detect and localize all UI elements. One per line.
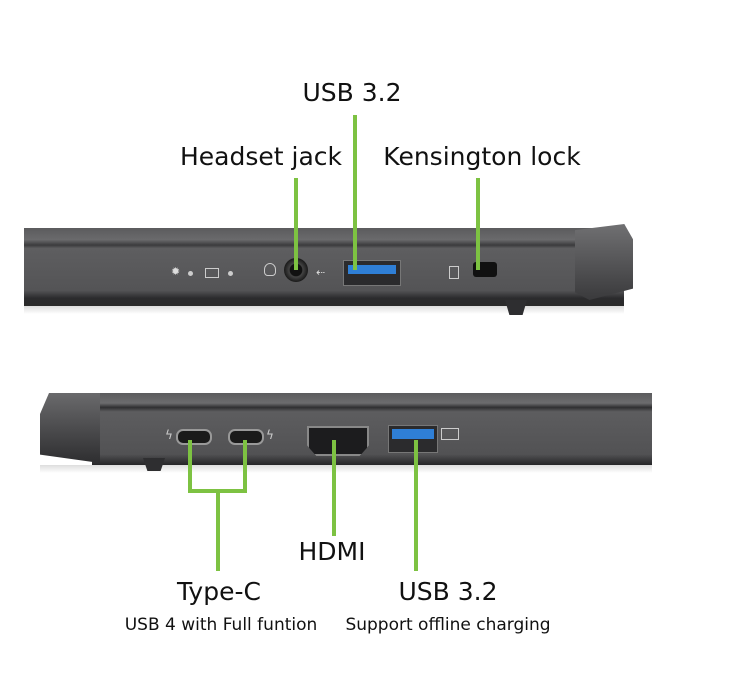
laptop-right-side — [24, 228, 624, 306]
lock-icon — [449, 266, 459, 279]
hinge-end — [575, 224, 633, 300]
type-c-leader-line — [243, 440, 247, 493]
kensington-label: Kensington lock — [383, 142, 581, 171]
type-c-leader-line — [216, 489, 220, 571]
type-c-label: Type-C — [177, 577, 261, 606]
type-c-port-1 — [176, 429, 212, 445]
headset-icon — [264, 263, 276, 276]
thunderbolt-icon: ϟ — [165, 428, 173, 442]
shadow — [40, 465, 652, 473]
usb-icon: ⇠ — [316, 266, 326, 279]
usb-label: USB 3.2 — [398, 577, 498, 606]
usb-a-port — [343, 260, 401, 286]
power-led — [188, 271, 193, 276]
kensington-leader-line — [476, 178, 480, 270]
thunderbolt-icon: ϟ — [266, 428, 274, 442]
usb-label: USB 3.2 — [302, 78, 402, 107]
hdmi-leader-line — [332, 440, 336, 536]
laptop-foot — [143, 458, 165, 471]
battery-led-icon — [205, 268, 219, 278]
laptop-left-side — [92, 393, 652, 465]
shadow — [24, 306, 624, 314]
usb-charging-icon — [441, 428, 459, 440]
headset-label: Headset jack — [179, 142, 343, 171]
hdmi-label: HDMI — [298, 537, 366, 566]
hinge-end — [40, 393, 100, 463]
headset-leader-line — [294, 178, 298, 270]
laptop-foot — [505, 300, 527, 315]
usb-leader-line — [353, 115, 357, 270]
usb-leader-line — [414, 440, 418, 571]
usb-a-port — [388, 425, 438, 453]
type-c-sublabel: USB 4 with Full funtion — [124, 615, 318, 635]
battery-led — [228, 271, 233, 276]
type-c-leader-line — [188, 440, 192, 493]
usb-sublabel: Support offline charging — [345, 615, 551, 635]
power-led-icon: ✹ — [171, 265, 181, 278]
hdmi-port — [307, 426, 369, 456]
